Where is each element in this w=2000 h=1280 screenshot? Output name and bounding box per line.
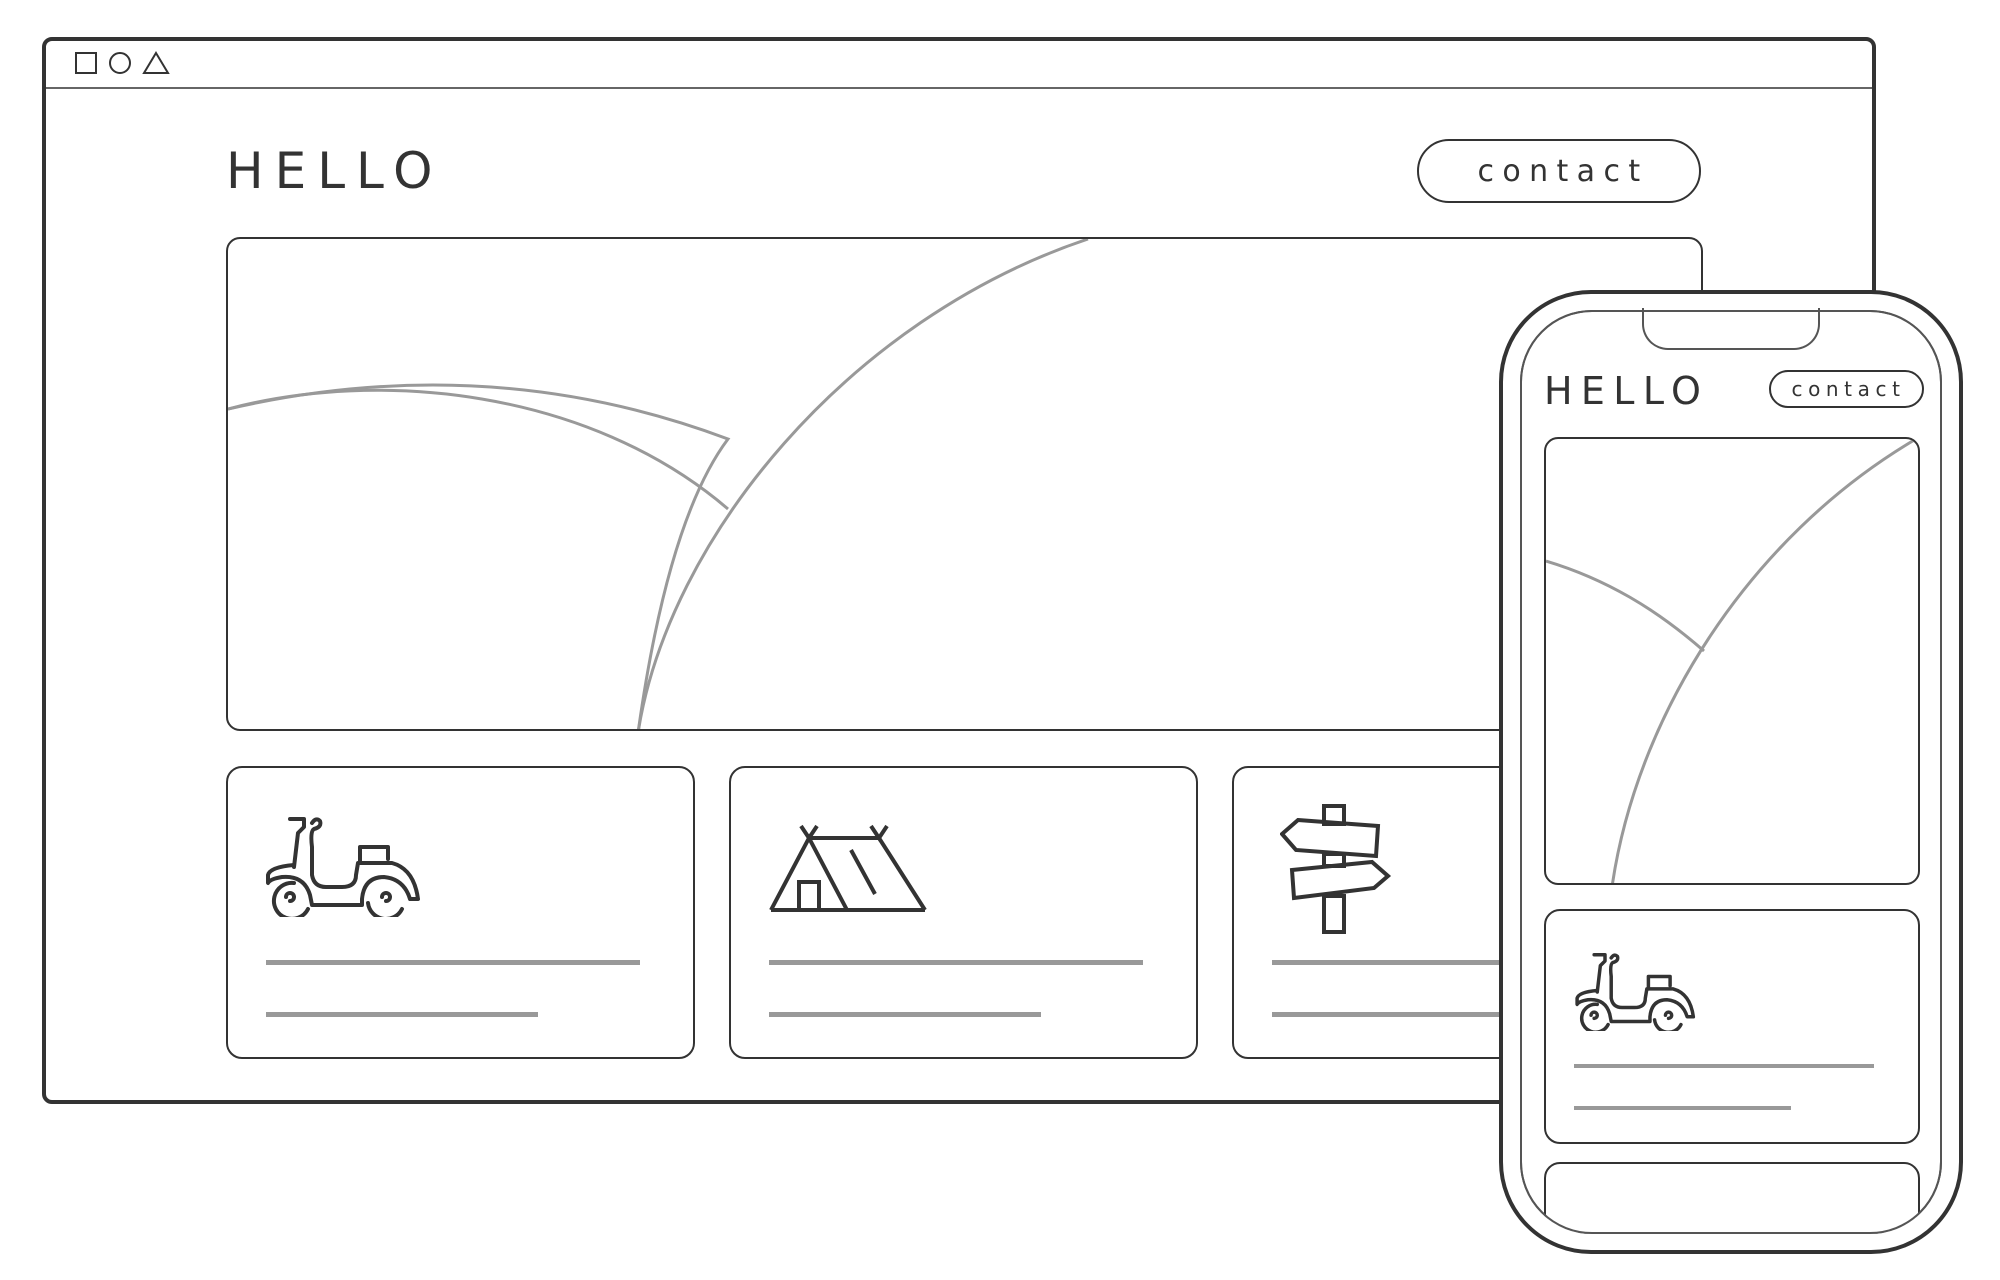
mobile-site-logo[interactable]: HELLO (1544, 369, 1710, 413)
placeholder-text-line (1272, 960, 1646, 965)
window-controls (74, 51, 170, 75)
hero-image-placeholder (226, 237, 1703, 731)
mobile-feature-card[interactable] (1544, 909, 1920, 1144)
signpost-icon (1280, 804, 1392, 934)
feature-card[interactable] (729, 766, 1198, 1059)
placeholder-text-line (1574, 1064, 1874, 1068)
square-icon[interactable] (74, 51, 98, 75)
mobile-hero-image-placeholder (1544, 437, 1920, 885)
placeholder-text-line (769, 960, 1143, 965)
circle-icon[interactable] (108, 51, 132, 75)
phone-notch (1642, 308, 1820, 350)
placeholder-text-line (266, 1012, 538, 1017)
tent-icon (769, 824, 927, 912)
placeholder-text-line (769, 1012, 1041, 1017)
placeholder-text-line (1574, 1106, 1791, 1110)
mobile-feature-card-clip (1520, 1150, 1942, 1234)
mobile-feature-card[interactable] (1544, 1162, 1920, 1234)
mobile-contact-button[interactable]: contact (1769, 370, 1924, 408)
scooter-icon (1575, 953, 1696, 1031)
hero-arcs-illustration (228, 239, 1089, 729)
scooter-icon (266, 817, 420, 917)
hero-arcs-illustration (1546, 439, 1917, 883)
placeholder-text-line (1272, 1012, 1544, 1017)
browser-titlebar (46, 41, 1872, 89)
placeholder-text-line (266, 960, 640, 965)
triangle-icon[interactable] (142, 51, 170, 75)
site-logo[interactable]: HELLO (226, 142, 444, 200)
contact-button[interactable]: contact (1417, 139, 1701, 203)
feature-card[interactable] (226, 766, 695, 1059)
